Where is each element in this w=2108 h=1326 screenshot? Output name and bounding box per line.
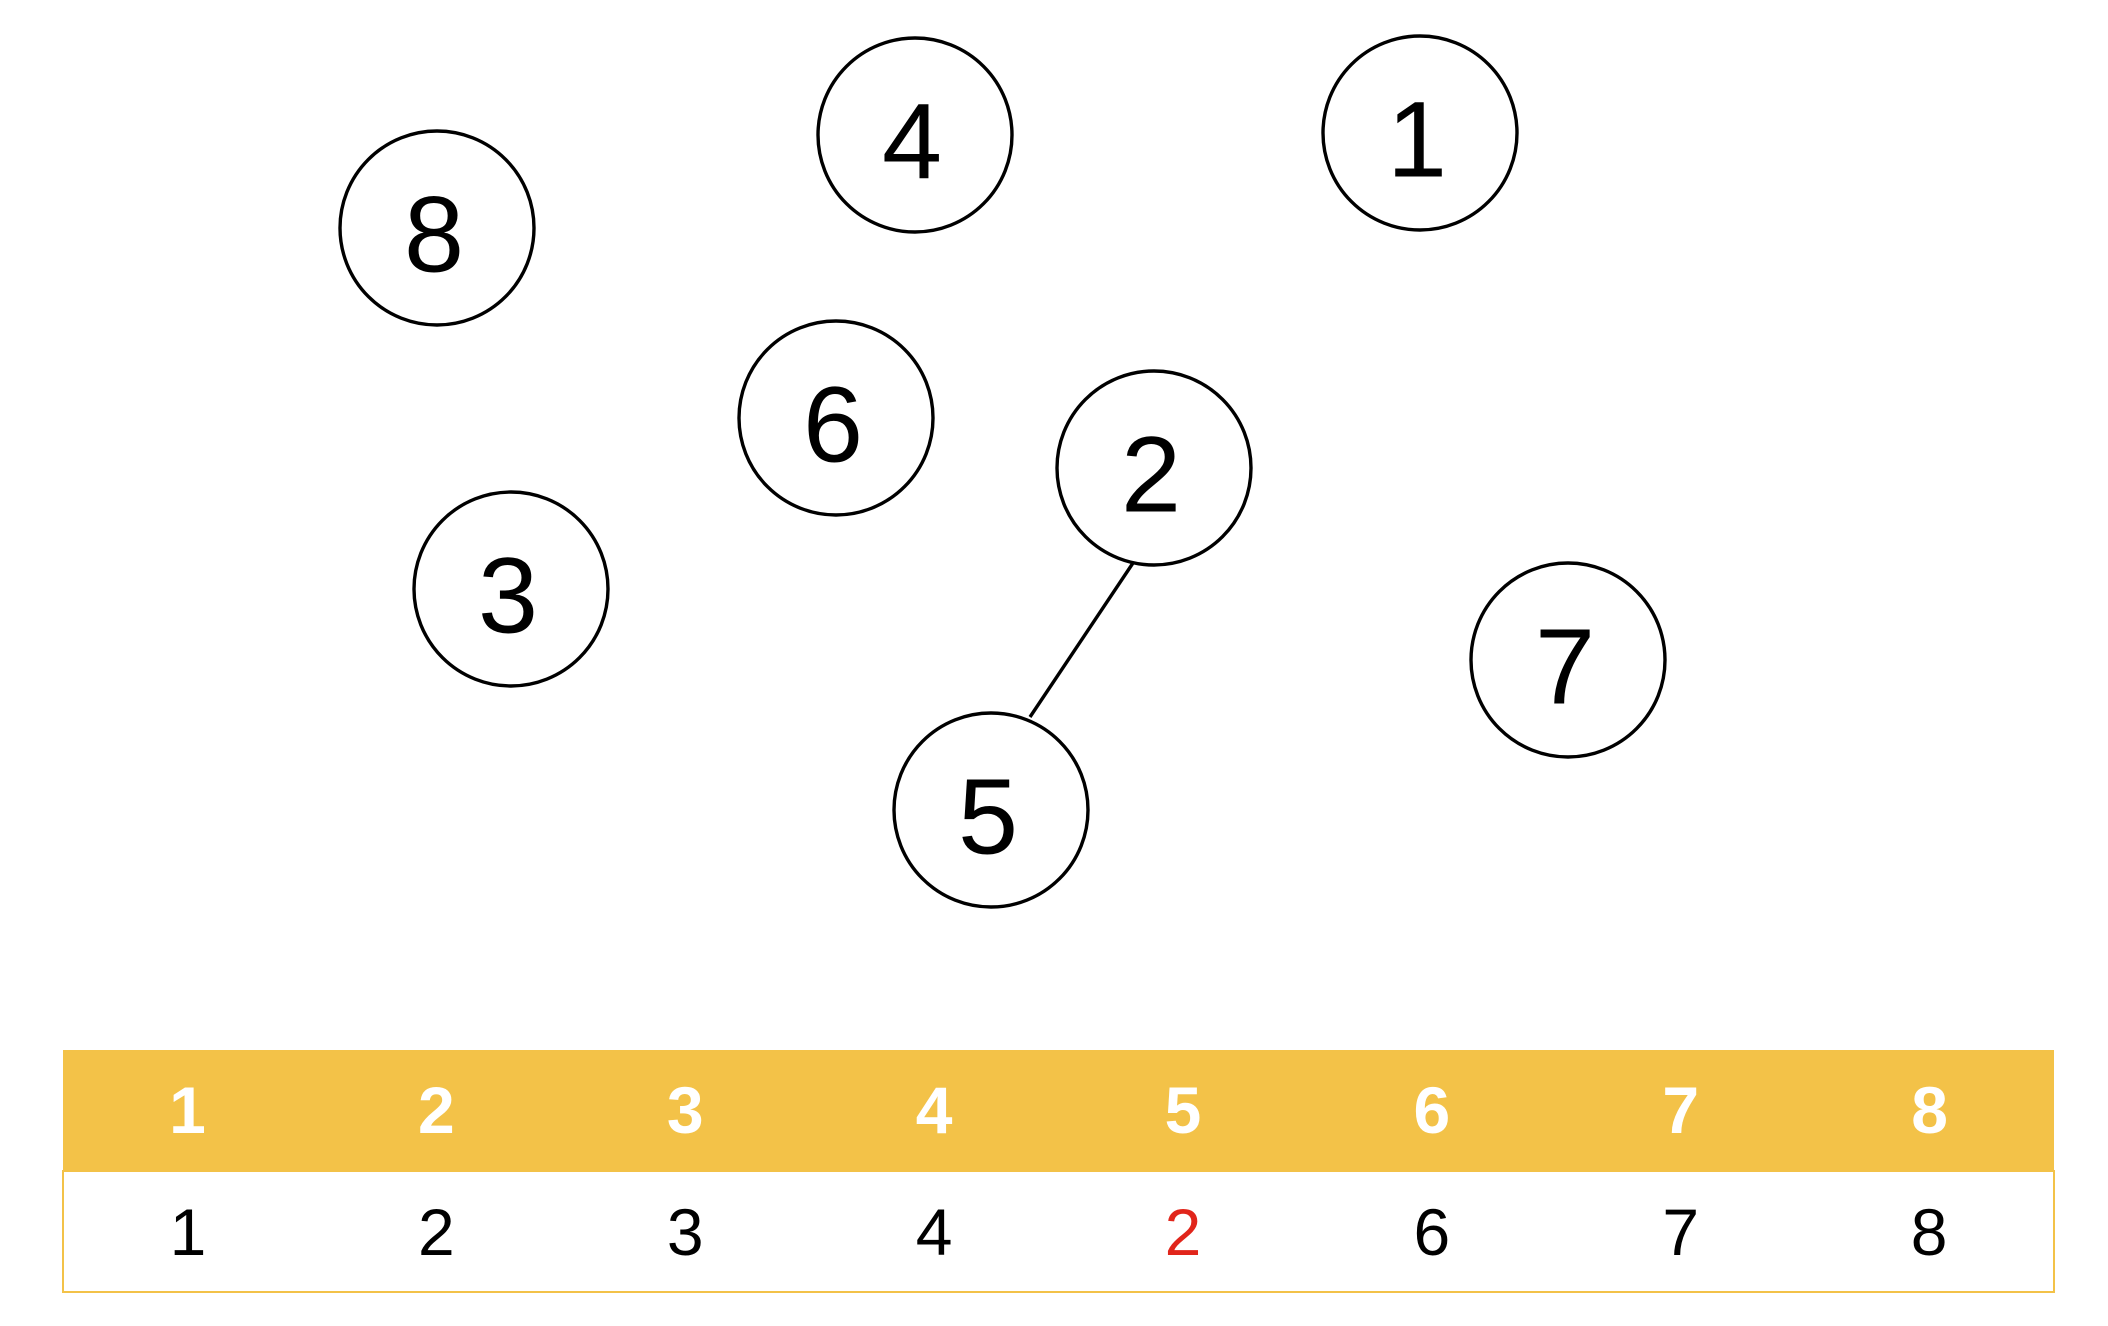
array-index-cell-5: 5 [1058, 1050, 1308, 1171]
node-circle-4 [816, 36, 1014, 234]
graph-node-6[interactable]: 6 [737, 319, 935, 517]
node-label-6: 6 [803, 364, 863, 485]
array-index-cell-2: 2 [311, 1050, 561, 1171]
array-value-cell-2: 2 [311, 1170, 561, 1293]
node-label-3: 3 [478, 535, 538, 656]
node-label-5: 5 [958, 756, 1018, 877]
node-layer: 8 4 1 6 2 3 7 5 [338, 34, 1667, 909]
graph-node-8[interactable]: 8 [338, 129, 536, 327]
node-label-7: 7 [1535, 606, 1595, 727]
graph-node-4[interactable]: 4 [816, 36, 1014, 234]
array-index-cell-8: 8 [1805, 1050, 2054, 1171]
node-circle-3 [412, 490, 610, 688]
array-value-cell-3: 3 [560, 1170, 810, 1293]
array-value-cell-5: 2 [1058, 1170, 1308, 1293]
graph-canvas: 8 4 1 6 2 3 7 5 [338, 34, 1667, 909]
array-index-cell-1: 1 [63, 1050, 312, 1171]
node-circle-7 [1469, 561, 1667, 759]
edge-layer [1028, 556, 1139, 718]
node-label-1: 1 [1387, 79, 1447, 200]
array-value-cell-7: 7 [1556, 1170, 1806, 1293]
array-index-cell-4: 4 [809, 1050, 1059, 1171]
node-circle-2 [1055, 369, 1253, 567]
node-circle-8 [338, 129, 536, 327]
graph-node-2[interactable]: 2 [1055, 369, 1253, 567]
node-label-2: 2 [1121, 414, 1181, 535]
array-index-cell-7: 7 [1556, 1050, 1806, 1171]
array-value-cell-4: 4 [809, 1170, 1059, 1293]
graph-svg: 8 4 1 6 2 3 7 5 [338, 34, 1667, 909]
graph-node-5[interactable]: 5 [892, 711, 1090, 909]
graph-node-1[interactable]: 1 [1321, 34, 1519, 232]
node-circle-6 [737, 319, 935, 517]
array-value-cell-1: 1 [62, 1170, 312, 1293]
array-value-cell-6: 6 [1307, 1170, 1557, 1293]
array-index-cell-6: 6 [1307, 1050, 1557, 1171]
graph-node-7[interactable]: 7 [1469, 561, 1667, 759]
node-label-8: 8 [404, 174, 464, 295]
array-index-cell-3: 3 [560, 1050, 810, 1171]
graph-edge-2-5 [1028, 556, 1139, 718]
node-circle-5 [892, 711, 1090, 909]
array-value-cell-8: 8 [1805, 1170, 2055, 1293]
node-circle-1 [1321, 34, 1519, 232]
node-label-4: 4 [882, 81, 942, 202]
graph-node-3[interactable]: 3 [412, 490, 610, 688]
